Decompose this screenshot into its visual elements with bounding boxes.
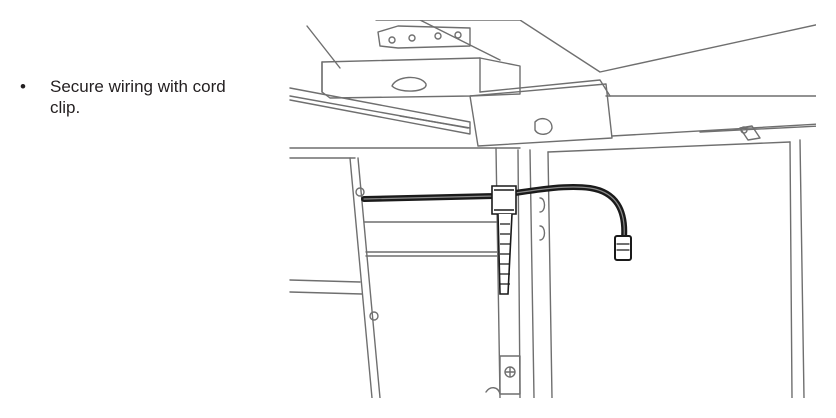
lower-bracket-screw [504,366,516,378]
wall-bolt [739,125,761,141]
left-post-screw-1 [355,187,365,197]
bracket-plate-right [469,83,613,147]
bracket-tray-top [321,57,521,99]
hinge-screw-1 [388,36,396,44]
instruction-step: • Secure wiring with cord clip. [20,76,260,118]
lower-bracket [499,355,521,395]
center-post-slot-1 [539,197,546,213]
cord-clip-head [491,185,517,215]
left-post-outer [349,157,373,398]
ceiling-edge-top [375,20,816,73]
cord-clip-illustration [285,20,816,398]
hinge-screw-4 [454,31,462,39]
hinge-screw-3 [434,32,442,40]
bracket-slot [391,76,427,92]
panel-top-edge [547,141,791,153]
frame-bottom-left [289,279,361,283]
hinge-screw-2 [408,34,416,42]
bracket-hole [534,117,553,135]
left-post-screw-2 [369,311,379,321]
hinge-plate [377,25,471,49]
panel-left-edge [547,151,553,398]
panel-right-edge [789,141,793,398]
center-post-slot-2 [539,225,546,241]
bullet-point: • [20,77,26,96]
cord-clip [491,185,517,295]
top-rail [289,87,471,135]
cable-connector [614,235,632,261]
ceiling-seam [419,20,501,61]
illustration-svg [289,20,816,398]
instruction-text: Secure wiring with cord clip. [50,77,226,117]
